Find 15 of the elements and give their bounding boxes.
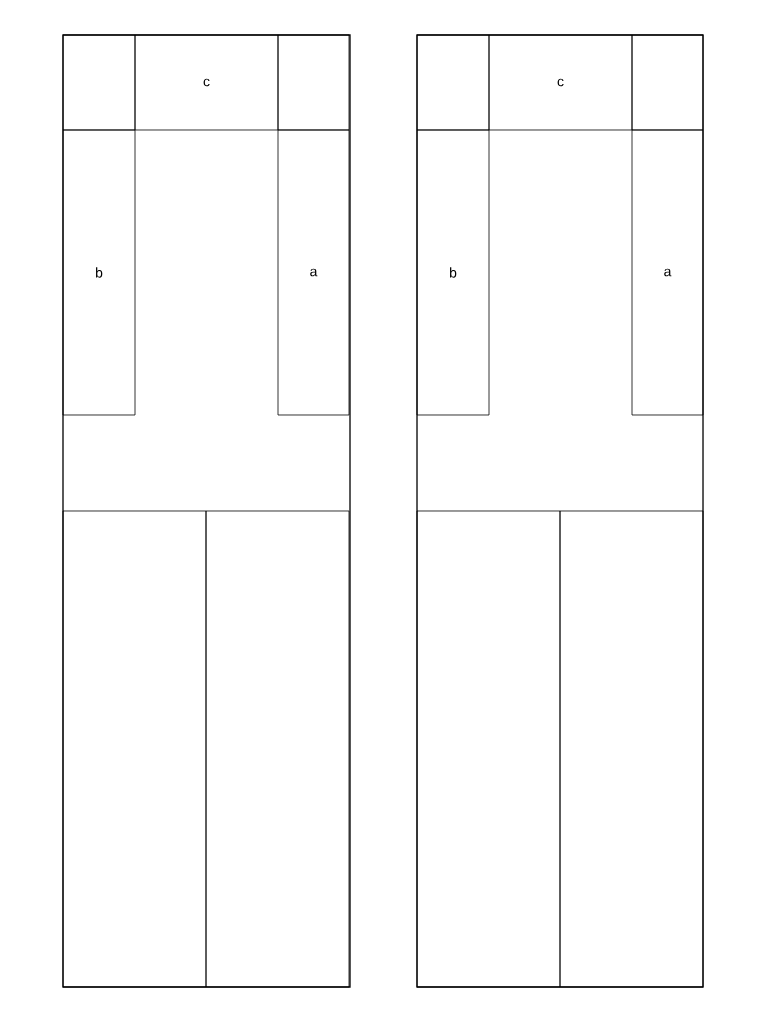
labelled-cell: c [134, 34, 279, 131]
empty-cell [62, 34, 136, 131]
labelled-cell: a [277, 129, 350, 416]
empty-cell [559, 510, 704, 988]
labelled-cell: b [62, 129, 136, 416]
empty-cell [62, 510, 207, 988]
labelled-cell: c [488, 34, 633, 131]
empty-cell [205, 510, 350, 988]
labelled-cell: a [631, 129, 704, 416]
empty-cell [416, 34, 490, 131]
empty-cell [631, 34, 704, 131]
labelled-cell: b [416, 129, 490, 416]
floor-plan-outline [62, 34, 351, 988]
empty-cell [416, 510, 561, 988]
empty-cell [277, 34, 350, 131]
